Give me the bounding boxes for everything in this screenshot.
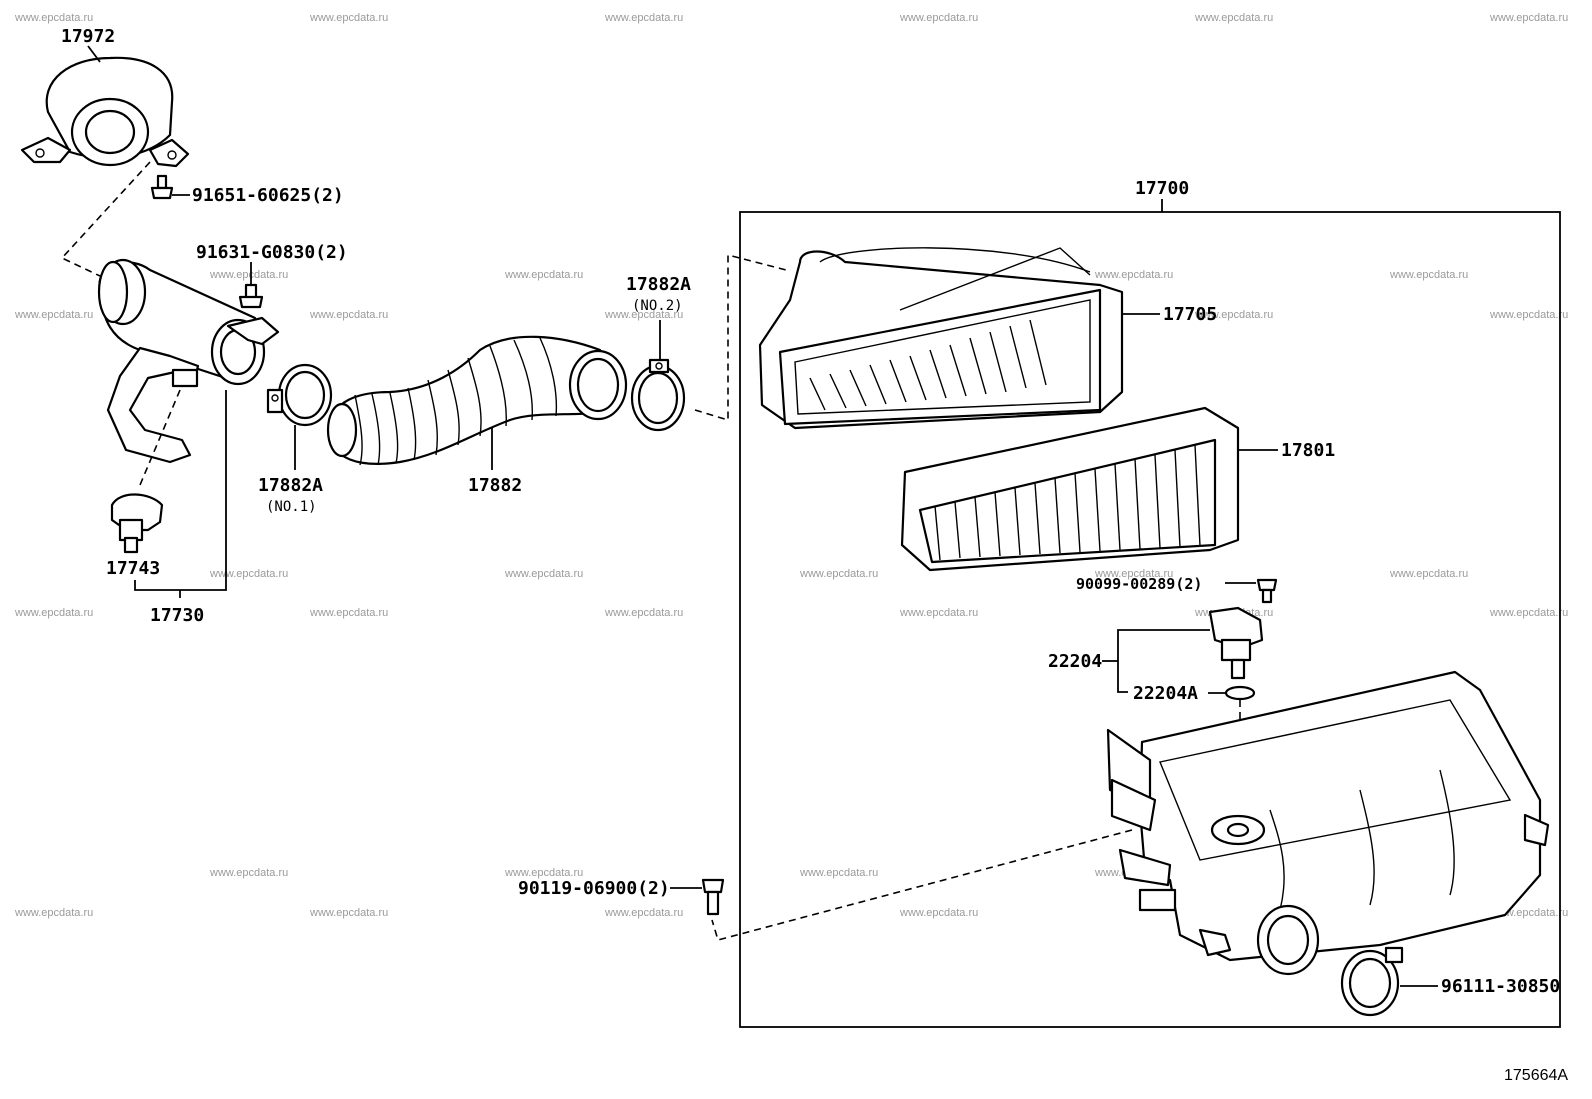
watermark: www.epcdata.ru: [899, 12, 978, 24]
watermark: www.epcdata.ru: [209, 568, 288, 580]
label-17882: 17882: [468, 475, 522, 496]
watermark: www.epcdata.ru: [14, 907, 93, 919]
label-17705: 17705: [1163, 304, 1217, 325]
label-17882a-no2-sub: (NO.2): [632, 298, 683, 314]
watermark: www.epcdata.ru: [799, 867, 878, 879]
label-17801: 17801: [1281, 440, 1335, 461]
part-17882-hose[interactable]: [326, 335, 628, 466]
figure-id: 175664A: [1504, 1067, 1568, 1084]
screw-90099-icon[interactable]: [1256, 578, 1278, 604]
part-96111-clamp[interactable]: [1340, 946, 1404, 1017]
label-90099-00289: 90099-00289(2): [1076, 575, 1202, 593]
assembly-17700-box: [739, 211, 1561, 1028]
watermark: www.epcdata.ru: [899, 607, 978, 619]
label-90119-06900: 90119-06900(2): [518, 878, 670, 899]
label-17882a-no1-sub: (NO.1): [266, 499, 317, 515]
part-air-cleaner-case[interactable]: [1106, 670, 1550, 976]
watermark: www.epcdata.ru: [209, 269, 288, 281]
label-96111-30850: 96111-30850: [1441, 976, 1560, 997]
part-17801-air-filter[interactable]: [900, 406, 1240, 572]
label-17882a-no1: 17882A: [258, 475, 323, 496]
watermark: www.epcdata.ru: [14, 309, 93, 321]
part-17882a-no2-clamp[interactable]: [630, 358, 686, 432]
watermark: www.epcdata.ru: [604, 309, 683, 321]
watermark: www.epcdata.ru: [209, 867, 288, 879]
watermark: www.epcdata.ru: [1194, 12, 1273, 24]
watermark: www.epcdata.ru: [14, 607, 93, 619]
label-17972: 17972: [61, 26, 115, 47]
part-22204-air-flow-sensor[interactable]: [1208, 606, 1264, 680]
label-17700: 17700: [1135, 178, 1189, 199]
part-17730-intake-pipe[interactable]: [97, 258, 280, 464]
watermark: www.epcdata.ru: [1389, 269, 1468, 281]
label-17730: 17730: [150, 605, 204, 626]
label-91651-60625: 91651-60625(2): [192, 185, 344, 206]
part-17972-resonator[interactable]: [20, 56, 190, 168]
part-17705-air-cleaner-cap[interactable]: [758, 247, 1124, 430]
watermark: www.epcdata.ru: [604, 907, 683, 919]
part-22204a-o-ring[interactable]: [1224, 685, 1256, 701]
watermark: www.epcdata.ru: [604, 607, 683, 619]
watermark: www.epcdata.ru: [1094, 269, 1173, 281]
label-91631-g0830: 91631-G0830(2): [196, 242, 348, 263]
watermark: www.epcdata.ru: [1094, 568, 1173, 580]
watermark: www.epcdata.ru: [1194, 309, 1273, 321]
label-17882a-no2: 17882A: [626, 274, 691, 295]
watermark: www.epcdata.ru: [309, 309, 388, 321]
label-17743: 17743: [106, 558, 160, 579]
filter-pleats: [934, 444, 1201, 561]
watermark: www.epcdata.ru: [309, 607, 388, 619]
bolt-91631-icon[interactable]: [238, 283, 264, 309]
bolt-91651-icon[interactable]: [150, 174, 174, 200]
label-22204a: 22204A: [1133, 683, 1198, 704]
part-17882a-no1-clamp[interactable]: [266, 363, 333, 427]
watermark: www.epcdata.ru: [309, 907, 388, 919]
watermark: www.epcdata.ru: [504, 867, 583, 879]
watermark: www.epcdata.ru: [309, 12, 388, 24]
part-17743-clamp-icon[interactable]: [110, 493, 164, 554]
watermark: www.epcdata.ru: [14, 12, 93, 24]
watermark: www.epcdata.ru: [899, 907, 978, 919]
watermark: www.epcdata.ru: [504, 568, 583, 580]
watermark: www.epcdata.ru: [604, 12, 683, 24]
label-22204: 22204: [1048, 651, 1102, 672]
bolt-90119-icon[interactable]: [701, 878, 725, 916]
cap-ribs: [809, 319, 1047, 411]
watermark: www.epcdata.ru: [1489, 309, 1568, 321]
watermark: www.epcdata.ru: [1489, 607, 1568, 619]
watermark: www.epcdata.ru: [1389, 568, 1468, 580]
watermark: www.epcdata.ru: [504, 269, 583, 281]
watermark: www.epcdata.ru: [799, 568, 878, 580]
watermark: www.epcdata.ru: [1489, 12, 1568, 24]
